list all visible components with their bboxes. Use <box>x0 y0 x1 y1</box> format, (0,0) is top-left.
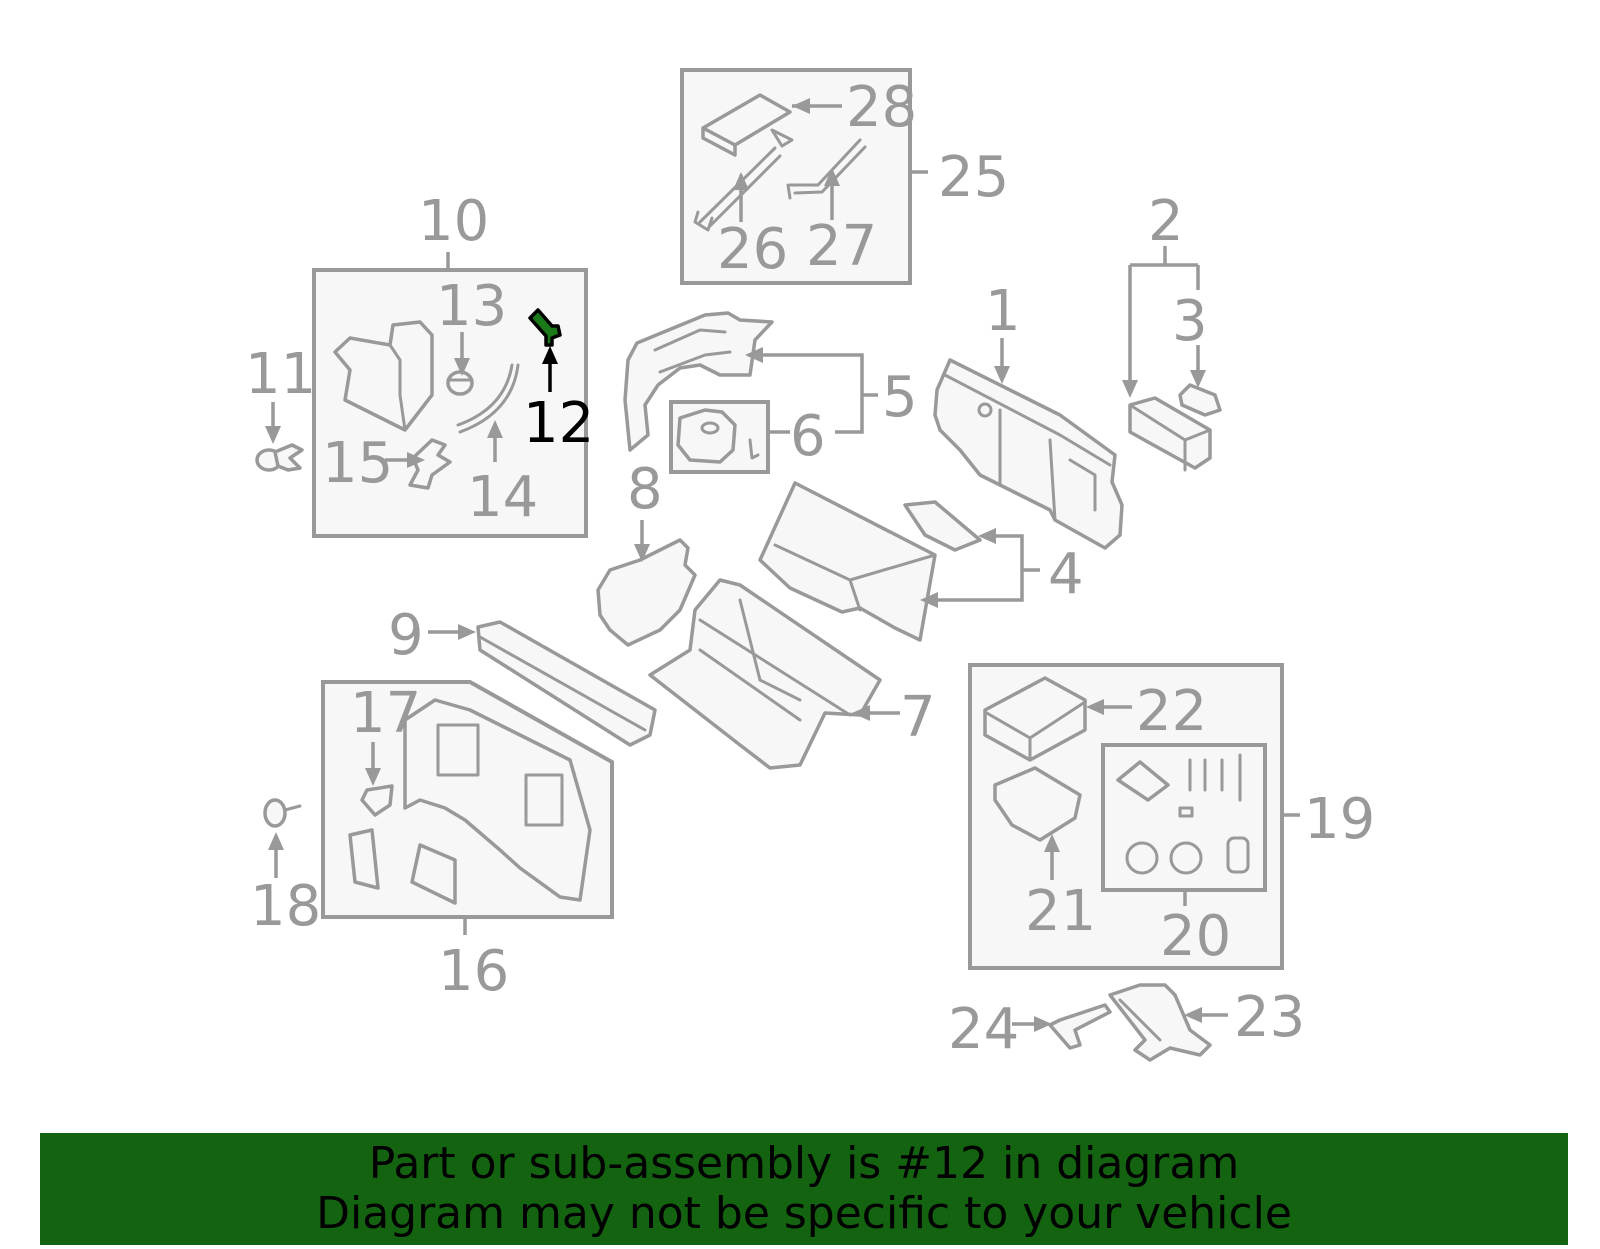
callout-3: 3 <box>1172 289 1208 388</box>
callout-6: 6 <box>768 404 826 469</box>
callout-22: 22 <box>1086 679 1207 744</box>
part-17-clip[interactable] <box>360 784 394 817</box>
svg-text:26: 26 <box>717 217 788 282</box>
part-4-trunk-floor-trim[interactable] <box>758 481 982 642</box>
part-23-jack[interactable] <box>1108 983 1212 1062</box>
callout-11: 11 <box>245 342 316 444</box>
callout-23: 23 <box>1184 985 1305 1050</box>
svg-text:5: 5 <box>882 365 918 430</box>
part-18-pin[interactable] <box>263 798 302 828</box>
callout-1: 1 <box>985 279 1021 384</box>
part-24-jack-handle[interactable] <box>1048 1003 1112 1050</box>
part-27-jack-handle[interactable] <box>786 138 867 200</box>
callout-27: 27 <box>806 168 877 279</box>
svg-text:23: 23 <box>1234 985 1305 1050</box>
svg-text:21: 21 <box>1025 879 1096 944</box>
callout-20: 20 <box>1160 904 1231 969</box>
svg-text:3: 3 <box>1172 289 1208 354</box>
part-9-rail[interactable] <box>476 620 657 747</box>
part-14-weatherstrip[interactable] <box>456 363 520 434</box>
svg-text:8: 8 <box>627 457 663 522</box>
banner-line-disclaimer: Diagram may not be specific to your vehi… <box>316 1188 1292 1239</box>
callout-9: 9 <box>388 603 476 668</box>
svg-text:1: 1 <box>985 279 1021 344</box>
callout-13: 13 <box>436 274 507 376</box>
svg-text:17: 17 <box>350 681 421 746</box>
callout-17: 17 <box>350 681 421 786</box>
svg-text:4: 4 <box>1048 542 1084 607</box>
svg-text:6: 6 <box>790 404 826 469</box>
svg-text:18: 18 <box>250 874 321 939</box>
callout-24: 24 <box>948 997 1052 1062</box>
callout-10: 10 <box>418 189 489 254</box>
part-22-storage-tray[interactable] <box>983 676 1087 762</box>
callout-2: 2 <box>1122 189 1200 398</box>
callout-12: 12 <box>523 346 594 456</box>
svg-text:11: 11 <box>245 342 316 407</box>
callout-7: 7 <box>852 685 936 750</box>
callout-25: 25 <box>938 145 1009 210</box>
svg-text:24: 24 <box>948 997 1019 1062</box>
svg-text:15: 15 <box>322 431 393 496</box>
part-10-side-trim-panel[interactable] <box>333 320 434 432</box>
part-16-insulator-a[interactable] <box>348 828 380 890</box>
svg-text:14: 14 <box>467 465 538 530</box>
svg-text:2: 2 <box>1148 189 1184 254</box>
callout-8: 8 <box>627 457 663 562</box>
part-3-lamp[interactable] <box>1178 383 1222 417</box>
part-6-cover[interactable] <box>669 400 770 474</box>
svg-text:12: 12 <box>523 391 594 456</box>
callout-18: 18 <box>250 832 321 939</box>
callout-4: 4 <box>920 528 1084 608</box>
callout-5: 5 <box>745 347 918 434</box>
svg-text:22: 22 <box>1136 679 1207 744</box>
banner-line-part-number: Part or sub-assembly is #12 in diagram <box>368 1138 1240 1189</box>
part-2-panel-assembly[interactable] <box>1128 396 1212 472</box>
part-16-partition-panel[interactable] <box>403 698 592 902</box>
info-banner: Part or sub-assembly is #12 in diagram D… <box>40 1133 1568 1245</box>
callout-15: 15 <box>322 431 425 496</box>
part-15-bracket[interactable] <box>408 438 452 490</box>
part-8-side-panel[interactable] <box>596 538 697 647</box>
svg-text:27: 27 <box>806 214 877 279</box>
svg-text:13: 13 <box>436 274 507 339</box>
callout-28: 28 <box>792 75 917 140</box>
part-7-trunk-floor[interactable] <box>648 578 882 770</box>
callout-16: 16 <box>438 939 509 1004</box>
svg-text:28: 28 <box>846 75 917 140</box>
callout-21: 21 <box>1025 834 1096 944</box>
svg-text:9: 9 <box>388 603 424 668</box>
svg-text:7: 7 <box>900 685 936 750</box>
callout-14: 14 <box>467 420 538 530</box>
part-1-rear-panel[interactable] <box>933 358 1124 550</box>
callout-26: 26 <box>717 172 788 282</box>
part-28-tool-pouch[interactable] <box>701 93 794 157</box>
part-11-push-pin[interactable] <box>255 443 304 472</box>
part-20-tool-kit-items[interactable] <box>1116 753 1250 875</box>
callout-19: 19 <box>1304 787 1375 852</box>
part-5-wheelhouse-trim[interactable] <box>623 311 774 452</box>
part-12-clip-highlighted[interactable] <box>528 308 562 347</box>
part-21-storage-bin[interactable] <box>993 766 1082 842</box>
part-13-clip[interactable] <box>446 370 474 396</box>
part-16-insulator-b[interactable] <box>410 843 457 905</box>
